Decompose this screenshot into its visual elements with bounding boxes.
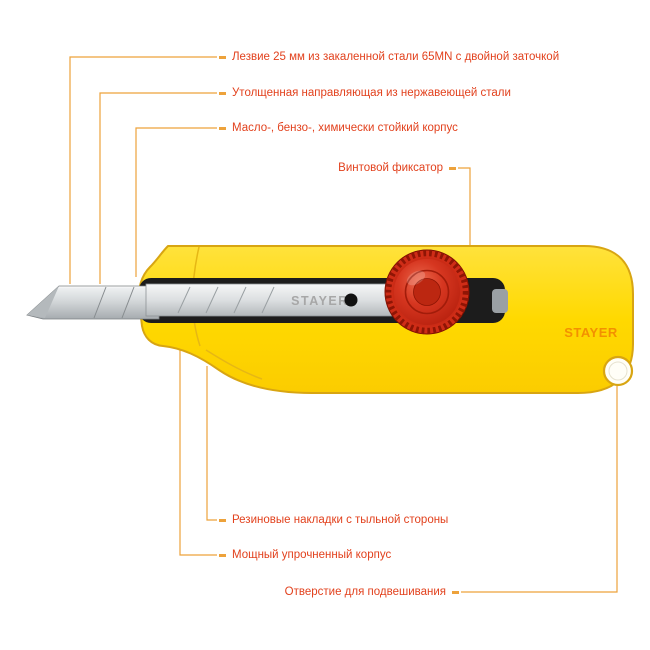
callout-marker (219, 553, 226, 557)
hanging-hole (602, 355, 634, 387)
callout-blade: Лезвие 25 мм из закаленной стали 65MN с … (219, 50, 559, 64)
leader-hanging-hole (461, 386, 618, 593)
blade-tip-facet (27, 286, 59, 318)
callout-housing: Масло-, бензо-, химически стойкий корпус (219, 121, 458, 135)
callout-housing-label: Масло-, бензо-, химически стойкий корпус (232, 122, 458, 134)
brand-marking-body: STAYER (564, 325, 618, 340)
callout-marker (219, 91, 226, 95)
callout-marker (452, 590, 459, 594)
leader-rubber-pads (206, 366, 217, 521)
callout-marker (219, 126, 226, 130)
blade-score-line (93, 286, 107, 319)
brand-marking-guide: STAYER (291, 294, 349, 308)
callout-screw-lock-label: Винтовой фиксатор (338, 162, 443, 174)
leader-blade (69, 56, 217, 284)
stainless-guide: STAYER (145, 283, 414, 317)
channel-end-cap (492, 289, 508, 313)
callout-marker (219, 55, 226, 59)
leader-housing (135, 127, 217, 277)
utility-knife-illustration: STAYER STAYER (26, 245, 634, 394)
callout-hanging-hole: Отверстие для подвешивания (285, 585, 459, 599)
callout-screw-lock: Винтовой фиксатор (338, 161, 456, 175)
callout-hanging-hole-label: Отверстие для подвешивания (284, 586, 446, 598)
slider-button (344, 293, 358, 307)
callout-marker (449, 166, 456, 170)
callout-guide: Утолщенная направляющая из нержавеющей с… (219, 86, 511, 100)
callout-reinforced-body-label: Мощный упрочненный корпус (232, 549, 392, 561)
callout-rubber-pads-label: Резиновые накладки с тыльной стороны (232, 514, 449, 526)
callout-marker (219, 518, 226, 522)
screw-lock-knob (384, 249, 470, 335)
callout-guide-label: Утолщенная направляющая из нержавеющей с… (232, 87, 511, 99)
callout-reinforced-body: Мощный упрочненный корпус (219, 548, 391, 562)
blade-score-line (121, 286, 135, 319)
leader-guide (99, 92, 217, 284)
leader-lines (69, 56, 618, 593)
leader-screw-lock (458, 167, 471, 250)
callout-blade-label: Лезвие 25 мм из закаленной стали 65MN с … (232, 51, 560, 63)
blade (26, 285, 160, 320)
callout-rubber-pads: Резиновые накладки с тыльной стороны (219, 513, 448, 527)
leader-reinforced-body (179, 349, 217, 556)
grip-line (205, 349, 263, 380)
